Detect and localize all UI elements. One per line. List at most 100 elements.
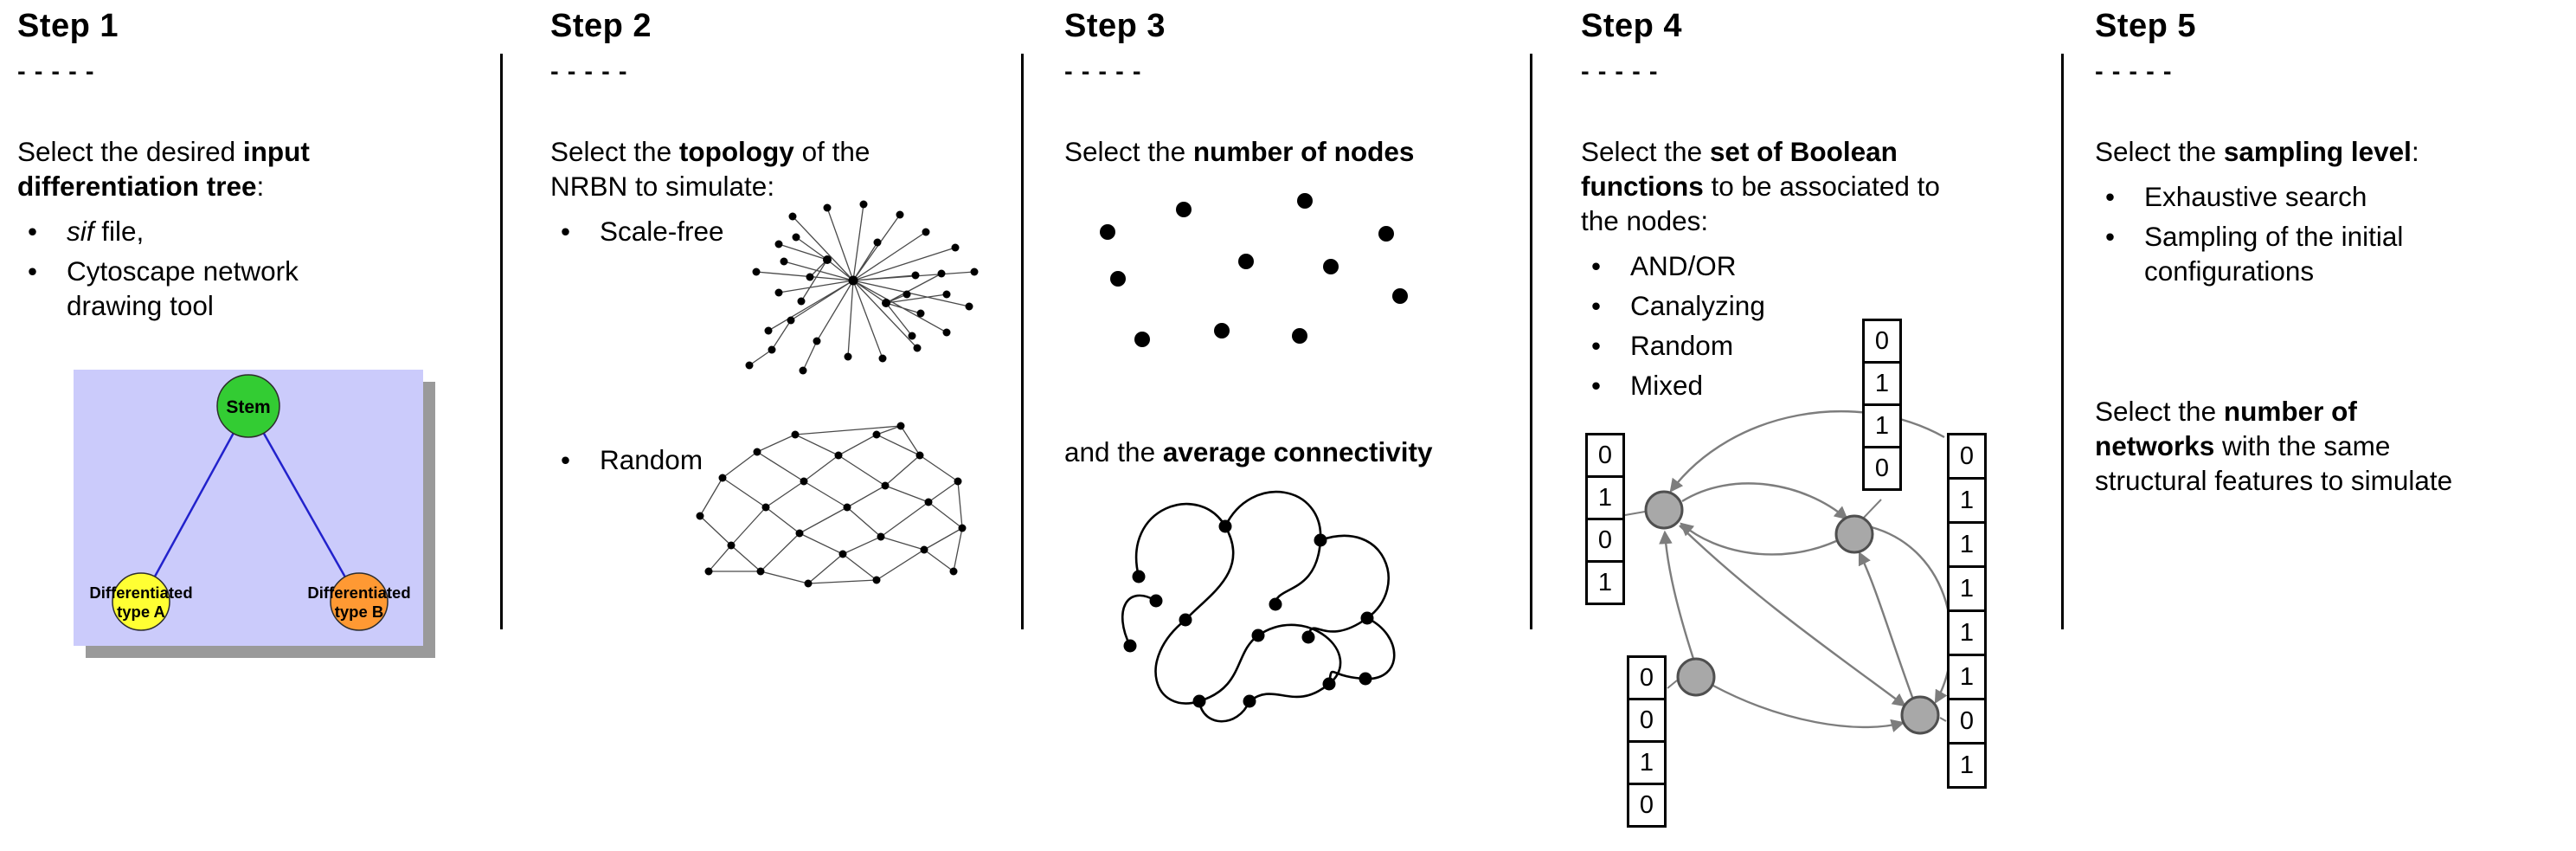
step3-second-text: and the average connectivity [1064,435,1562,469]
step3-intro: Select the number of nodes [1064,134,1562,169]
boolean-network-edges [1624,409,1953,732]
truth-table-cell: 0 [1627,655,1667,700]
intro-bold-text: sampling level [2223,135,2412,167]
connectivity-dots [1123,519,1374,708]
network-edges [699,425,963,584]
step-title: Step 3 [1064,8,1166,44]
truth-table-cell: 1 [1627,740,1667,785]
intro-bold-text: average connectivity [1162,436,1433,467]
truth-table-cell: 0 [1947,698,1987,745]
truth-table-cell: 1 [1947,609,1987,656]
dashes-divider: - - - - - [550,57,628,86]
truth-table-cell: 0 [1627,783,1667,828]
connectivity-network-figure [1121,490,1396,723]
step-3-column: Step 3 - - - - - Select the number of no… [1064,8,1562,723]
bullet-item: Random [1581,328,2078,363]
bullet-text: Sampling of the initial configurations [2144,220,2404,287]
dashes-divider: - - - - - [17,57,95,86]
step-title: Step 5 [2095,8,2197,44]
bullet-text: Mixed [1630,369,1704,401]
truth-table-cell: 1 [1585,475,1625,520]
tree-edge [247,405,361,603]
bullet-item: Canalyzing [1581,288,2078,323]
type-a-node-label: type A [117,603,165,621]
step5-second-text: Select the number of networks with the s… [2095,394,2476,498]
bullet-item: Scale-free [550,214,1022,248]
bullet-text: Scale-free [600,215,724,247]
network-node [1834,514,1874,554]
step4-intro: Select the set of Boolean functions to b… [1581,134,1979,238]
intro-bold-text: number of nodes [1192,135,1415,167]
bullet-text: Cytoscape network drawing tool [67,255,299,321]
intro-text: Select the [2095,395,2224,427]
network-node [1644,490,1684,530]
bullet-text: Random [600,444,703,475]
truth-table-cell: 0 [1862,446,1902,491]
scatter-dots [1100,193,1408,347]
truth-table-cell: 1 [1585,560,1625,605]
boolean-network-nodes [1644,490,1940,735]
scale-free-network-figure [745,200,979,375]
intro-text: to be associated to the nodes: [1581,170,1940,236]
type-a-node [112,572,170,631]
truth-table-cell: 0 [1862,319,1902,364]
intro-text: Select the [1581,135,1710,167]
type-b-node-label: type B [335,603,384,621]
stem-node-label: Stem [226,397,270,417]
truth-table-cell: 0 [1585,433,1625,478]
network-node [1900,695,1940,735]
truth-table-cell: 1 [1947,654,1987,700]
step-title: Step 2 [550,8,652,44]
truth-table-cell: 0 [1585,518,1625,563]
column-divider [1021,54,1024,629]
dashes-divider: - - - - - [2095,57,2173,86]
random-network-figure [696,422,967,588]
boolean-network-figure: 0 1 1 0 0 1 0 1 0 0 1 0 0 1 1 1 [1581,316,2014,848]
column-divider [1530,54,1532,629]
network-nodes [745,200,979,375]
truth-table-cell: 1 [1862,361,1902,406]
truth-table-cell: 1 [1947,477,1987,524]
step1-bullet-list: sif file, Cytoscape network drawing tool [17,214,381,323]
intro-text: : [2411,135,2419,167]
intro-text: : [256,170,265,202]
network-nodes [696,422,967,588]
truth-table-cell: 0 [1627,698,1667,743]
network-edges [748,203,975,371]
type-a-node-label: Differentiated [89,583,192,602]
intro-bold-text: set of Boolean functions [1581,135,1898,202]
column-divider [500,54,503,629]
bullet-item: Sampling of the initial configurations [2095,219,2566,288]
step4-bullet-list: AND/OR Canalyzing Random Mixed [1581,248,2078,403]
dashes-divider: - - - - - [1581,57,1659,86]
boolean-network-graph [1624,409,1953,735]
truth-table-bottom-left: 0 0 1 0 [1627,655,1667,828]
type-b-node-label: Differentiated [307,583,410,602]
bullet-text: AND/OR [1630,249,1737,281]
bullet-text: Exhaustive search [2144,180,2367,212]
intro-text: Select the desired [17,135,243,167]
intro-text: of the NRBN to simulate: [550,135,870,202]
bullet-text: Canalyzing [1630,289,1765,321]
step5-bullet-list: Exhaustive search Sampling of the initia… [2095,179,2576,288]
intro-bold-text: number of networks [2095,395,2357,461]
bullet-item: AND/OR [1581,248,2078,283]
step-1-column: Step 1 - - - - - Select the desired inpu… [17,8,435,658]
nodes-scatter-figure [1100,193,1408,347]
type-b-node [330,572,389,631]
step2-intro: Select the topology of the NRBN to simul… [550,134,922,203]
bullet-item: sif file, [17,214,381,248]
step1-intro: Select the desired input differentiation… [17,134,381,203]
tree-edge [139,405,250,603]
bullet-item: Cytoscape network drawing tool [17,254,381,323]
truth-table-top: 0 1 1 0 [1862,319,1902,491]
step-2-column: Step 2 - - - - - Select the topology of … [550,8,1022,588]
truth-table-cell: 1 [1947,521,1987,568]
truth-table-cell: 1 [1947,565,1987,612]
step2-bullet-list: Scale-free [550,214,1022,248]
intro-text: and the [1064,436,1163,467]
truth-table-cell: 1 [1862,403,1902,448]
column-divider [2061,54,2064,629]
dashes-divider: - - - - - [1064,57,1142,86]
